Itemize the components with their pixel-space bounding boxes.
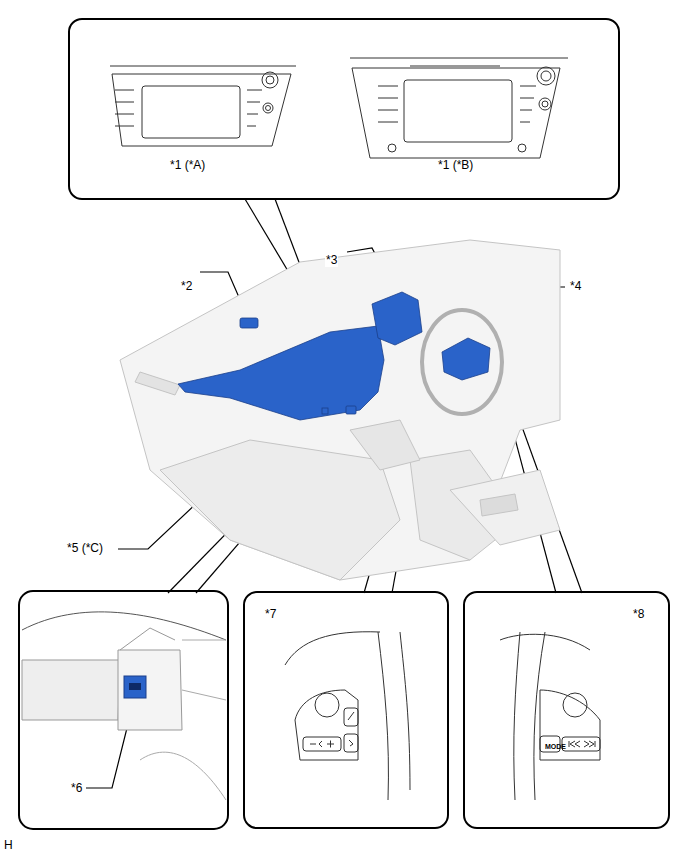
usb-inset — [19, 591, 228, 829]
callout-number: *1 (*B) — [438, 158, 473, 172]
callout-number: *1 (*A) — [170, 158, 205, 172]
dashboard-scene — [120, 240, 560, 580]
button-label: MODE — [545, 743, 566, 751]
callout-number: *2 — [180, 279, 193, 293]
callout-number: *7 — [265, 607, 276, 621]
callout-number: *3 — [325, 253, 338, 267]
inset-panel: *1 (*A) *1 (*B) — [68, 18, 620, 200]
callout-number: *6 — [70, 781, 83, 795]
steering-switch-right — [500, 632, 600, 800]
inset-panel: *7 — [243, 591, 449, 829]
leader-lines — [86, 199, 582, 788]
steering-switch-left — [285, 632, 410, 800]
callout-number: *4 — [569, 279, 582, 293]
head-unit-a — [110, 66, 296, 146]
callout-number: *5 (*C) — [66, 541, 104, 555]
callout-number: H — [3, 838, 14, 852]
callout-number: *8 — [633, 607, 644, 621]
inset-panel: *8MODE — [463, 591, 670, 829]
head-unit-b — [350, 58, 568, 158]
highlighted-parts — [178, 292, 490, 420]
